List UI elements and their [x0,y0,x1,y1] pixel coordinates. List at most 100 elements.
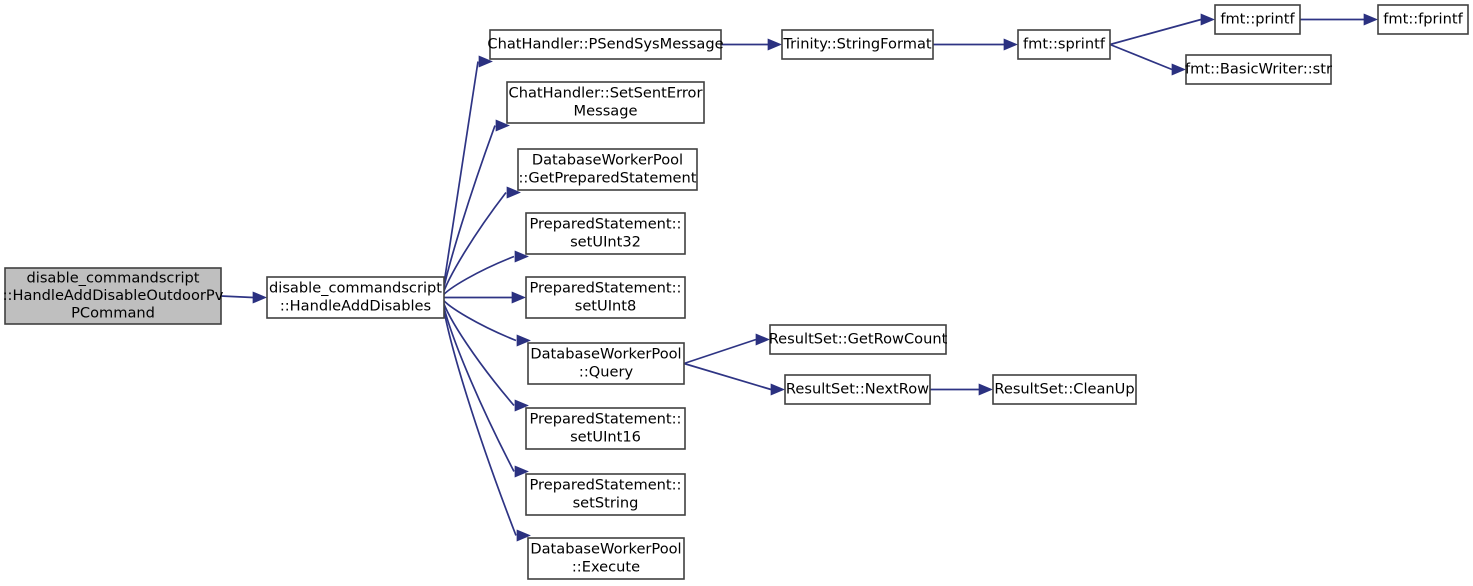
edge-query-to-getrowcount [683,333,770,365]
node-box[interactable] [525,473,686,516]
node-label-line: ::Execute [572,558,640,575]
node-label-line: PreparedStatement:: [530,411,682,428]
node-psendsysmessage[interactable]: ChatHandler::PSendSysMessage [487,29,724,60]
node-box[interactable] [1214,4,1301,35]
node-cleanup[interactable]: ResultSet::CleanUp [992,374,1137,405]
arrowhead-printf [1200,13,1215,26]
node-label-line: setUInt16 [570,428,641,445]
node-label-line: disable_commandscript [269,280,442,297]
node-box[interactable] [525,212,686,255]
edge-line [683,338,757,365]
arrowhead-execute [516,529,531,542]
edge-handleadddisables-to-execute [441,298,531,542]
node-printf[interactable]: fmt::printf [1214,4,1301,35]
node-label-line: Trinity::StringFormat [782,36,932,53]
node-getpreparedstatement[interactable]: DatabaseWorkerPool::GetPreparedStatement [517,148,698,191]
node-box[interactable] [525,407,686,450]
arrowhead-sprintf [1003,38,1018,51]
edge-line [683,362,772,391]
node-label-line: DatabaseWorkerPool [530,346,681,363]
node-stringformat[interactable]: Trinity::StringFormat [781,29,934,60]
node-basicwriterstr[interactable]: fmt::BasicWriter::str [1185,54,1332,85]
edge-line [220,295,254,299]
edge-line [441,255,515,298]
nodes-layer: disable_commandscript::HandleAddDisableO… [3,4,1469,580]
node-execute[interactable]: DatabaseWorkerPool::Execute [527,537,685,580]
node-box[interactable] [489,29,722,60]
node-label-line: Message [574,102,638,119]
node-label-line: ResultSet::CleanUp [994,381,1134,398]
node-box[interactable] [527,342,685,385]
node-sprintf[interactable]: fmt::sprintf [1017,29,1111,60]
node-setstring[interactable]: PreparedStatement::setString [525,473,686,516]
node-setuint8[interactable]: PreparedStatement::setUInt8 [525,276,686,319]
edge-handleadddisables-to-psendsysmessage [441,55,493,297]
arrowhead-psendsysmessage [478,55,493,68]
node-label-line: ::HandleAddDisables [280,297,431,314]
edge-handleadddisables-to-setuint32 [441,250,529,298]
node-label-line: PreparedStatement:: [530,280,682,297]
node-box[interactable] [992,374,1137,405]
edge-nextrow-to-cleanup [930,383,993,396]
node-query[interactable]: DatabaseWorkerPool::Query [527,342,685,385]
edge-line [441,298,515,407]
node-label-line: ::HandleAddDisableOutdoorPv [3,287,224,304]
node-fprintf[interactable]: fmt::fprintf [1377,4,1469,35]
node-box[interactable] [769,324,947,355]
edge-line [441,298,517,536]
node-label-line: fmt::printf [1220,11,1295,28]
node-label-line: ::Query [579,363,634,380]
node-nextrow[interactable]: ResultSet::NextRow [784,374,931,405]
edge-handleadddisables-to-setstring [441,298,529,478]
node-label-line: ::GetPreparedStatement [519,169,697,186]
node-box[interactable] [1185,54,1332,85]
arrowhead-cleanup [978,383,993,396]
node-label-line: PreparedStatement:: [530,216,682,233]
node-box[interactable] [517,148,698,191]
arrowhead-query [516,334,531,347]
node-box[interactable] [1017,29,1111,60]
node-getrowcount[interactable]: ResultSet::GetRowCount [769,324,948,355]
node-label-line: ChatHandler::SetSentError [509,85,703,102]
edge-line [441,125,496,297]
node-label-line: disable_commandscript [27,269,200,286]
arrowhead-setuint32 [514,250,529,263]
edge-printf-to-fprintf [1300,13,1378,26]
node-root[interactable]: disable_commandscript::HandleAddDisableO… [3,267,224,325]
node-box[interactable] [266,276,445,319]
node-box[interactable] [784,374,931,405]
arrowhead-getrowcount [755,333,770,346]
edge-handleadddisables-to-setuint16 [441,298,529,412]
edge-psendsysmessage-to-stringformat [721,38,782,51]
node-setuint32[interactable]: PreparedStatement::setUInt32 [525,212,686,255]
node-label-line: ResultSet::NextRow [786,381,929,398]
node-box[interactable] [506,81,705,124]
node-box[interactable] [781,29,934,60]
node-label-line: DatabaseWorkerPool [532,152,683,169]
edge-handleadddisables-to-setsenterrormessage [441,119,510,297]
arrowhead-handleadddisables [252,291,267,304]
arrowhead-nextrow [770,383,785,396]
node-box[interactable] [4,267,222,325]
edge-handleadddisables-to-query [441,297,531,347]
arrowhead-getpreparedstatement [506,186,521,199]
node-setuint16[interactable]: PreparedStatement::setUInt16 [525,407,686,450]
edge-line [1109,43,1173,71]
node-label-line: fmt::BasicWriter::str [1185,61,1332,78]
node-label-line: DatabaseWorkerPool [530,541,681,558]
node-box[interactable] [527,537,685,580]
node-label-line: fmt::fprintf [1383,11,1463,28]
arrowhead-setsenterrormessage [495,119,510,132]
node-label-line: fmt::sprintf [1023,36,1106,53]
edge-handleadddisables-to-setuint8 [444,291,526,304]
edge-sprintf-to-printf [1109,13,1215,46]
node-label-line: setUInt8 [575,297,637,314]
node-label-line: ChatHandler::PSendSysMessage [487,36,723,53]
node-box[interactable] [525,276,686,319]
node-box[interactable] [1377,4,1469,35]
node-handleadddisables[interactable]: disable_commandscript::HandleAddDisables [266,276,445,319]
node-label-line: PCommand [71,305,155,322]
edges-layer [220,13,1378,542]
